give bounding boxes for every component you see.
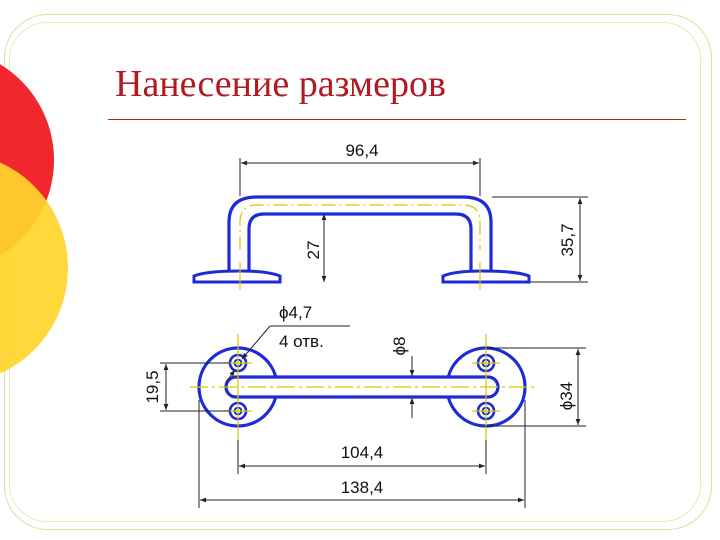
top-view-dimensions: 96,4 27 35,7: [239, 141, 588, 283]
dim-handle-diameter: ϕ8: [390, 337, 409, 356]
dim-hole-diameter: ϕ4,7: [279, 303, 312, 322]
rod-centerline: [239, 204, 481, 250]
dim-base-diameter: ϕ34: [557, 382, 576, 410]
right-base-plate: [441, 269, 531, 284]
handle-plan-view: [190, 334, 534, 440]
left-base-plate: [192, 269, 282, 284]
dim-center-distance: 104,4: [341, 443, 384, 462]
dim-hole-count: 4 отв.: [279, 332, 324, 351]
slide-title: Нанесение размеров: [115, 63, 446, 105]
plan-view-dimensions: ϕ4,7 4 отв. ϕ8 19,5 ϕ34 104,4 138,4: [143, 303, 586, 508]
decorative-circles: [0, 64, 68, 374]
rod-inner-contour: [247, 212, 473, 272]
dim-overall-width: 96,4: [345, 141, 378, 160]
handle-side-view: [192, 195, 531, 290]
title-underline: [108, 119, 686, 120]
dim-hole-spacing: 19,5: [143, 370, 162, 403]
dim-inner-height: 27: [304, 241, 323, 260]
dim-outer-height: 35,7: [558, 223, 577, 256]
dim-overall-length: 138,4: [341, 478, 384, 497]
rod-outer-contour: [227, 195, 493, 272]
decor-yellow-circle: [0, 162, 68, 374]
